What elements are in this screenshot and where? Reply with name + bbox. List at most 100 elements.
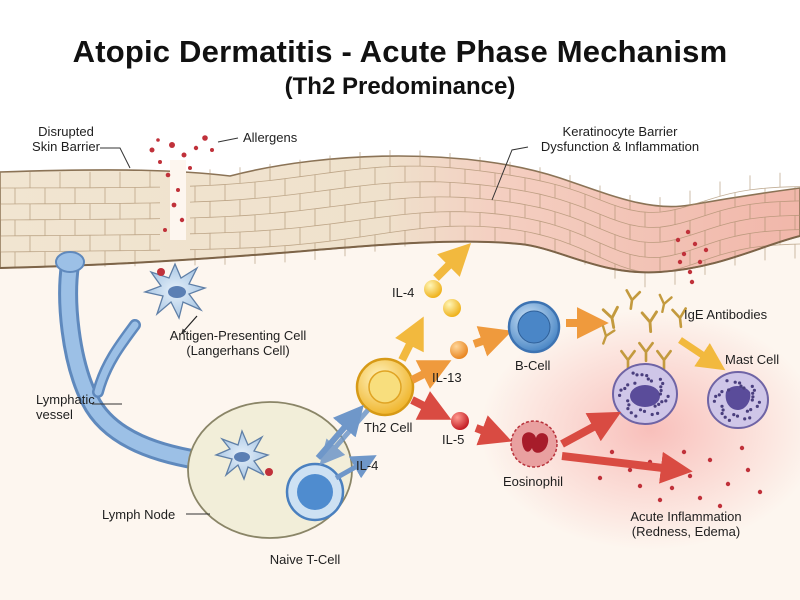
inflammation-dot: [681, 449, 687, 455]
granule: [623, 386, 627, 391]
allergen-dot: [169, 142, 175, 148]
inflammation-dot: [685, 229, 691, 235]
arrow-eosinophil-inflammation: [561, 451, 693, 484]
granule: [735, 414, 740, 418]
granule: [720, 404, 724, 408]
apc-label: Antigen-Presenting Cell (Langerhans Cell…: [148, 328, 328, 358]
skin-row-line: [0, 211, 800, 258]
inflammation-dot: [725, 481, 731, 487]
ige-antibody: [658, 293, 673, 314]
granule: [751, 395, 755, 399]
barrier-gap: [170, 160, 186, 240]
il5-ball: [451, 412, 469, 430]
granule: [656, 411, 660, 415]
allergen-dot: [163, 228, 167, 232]
il13-label: IL-13: [432, 370, 462, 385]
allergens-label: Allergens: [243, 130, 298, 145]
granule: [626, 383, 630, 387]
b-cell: [507, 300, 561, 354]
il4-top-label: IL-4: [392, 285, 415, 300]
granule: [659, 385, 663, 389]
th2-cell-label: Th2 Cell: [364, 420, 413, 435]
ige-antibody: [656, 349, 672, 371]
granule: [712, 399, 717, 403]
granule: [631, 371, 635, 375]
disrupted-barrier-line1: Disrupted: [38, 124, 94, 139]
acute-inflammation-label: Acute Inflammation (Redness, Edema): [606, 509, 766, 539]
ige-antibody: [601, 325, 616, 345]
granule: [638, 408, 643, 412]
granule: [720, 411, 724, 416]
allergen-particles: [149, 135, 214, 232]
mast-cell-label: Mast Cell: [725, 352, 780, 367]
granule: [720, 390, 724, 394]
granule: [750, 384, 754, 388]
naive-t-cell-label: Naive T-Cell: [269, 552, 341, 567]
arrow-il4-node: [334, 455, 377, 481]
keratinocyte-label: Keratinocyte Barrier Dysfunction & Infla…: [530, 124, 710, 154]
granule: [661, 381, 665, 386]
apc-line2: (Langerhans Cell): [186, 343, 290, 358]
granule: [721, 408, 725, 412]
granule: [739, 384, 743, 388]
allergen-dot: [165, 172, 171, 178]
arrow-il4-to-skin: [433, 242, 472, 281]
arrow-th2-il4: [395, 316, 424, 362]
inflammation-dot: [687, 269, 693, 275]
granule: [749, 408, 753, 412]
granule: [642, 409, 647, 413]
inflammation-dot: [609, 449, 615, 455]
inflammation-dot: [627, 467, 633, 473]
keratinocyte-line1: Keratinocyte Barrier: [562, 124, 678, 139]
disrupted-barrier-line2: Skin Barrier: [32, 139, 100, 154]
granule: [658, 377, 663, 381]
allergen-dot: [179, 217, 185, 223]
inflammation-dot: [677, 259, 683, 265]
il5-label: IL-5: [442, 432, 465, 447]
il4-node-label: IL-4: [356, 458, 379, 473]
inflammation-dot: [669, 485, 675, 491]
granule: [660, 400, 664, 404]
b-cell-label: B-Cell: [515, 358, 551, 373]
granule: [752, 388, 757, 392]
inflammation-dot: [692, 241, 698, 247]
inflammation-dot: [689, 279, 695, 285]
allergen-dot: [171, 202, 177, 208]
th2-cell: [355, 357, 415, 417]
antigen-presenting-cell: [142, 262, 208, 320]
inflammation-dot: [657, 497, 663, 503]
granule: [640, 373, 644, 377]
il13-ball: [450, 341, 468, 359]
inflammation-dot: [681, 251, 687, 257]
granule: [717, 393, 721, 397]
granule: [659, 388, 663, 393]
inflammation-particles: [597, 229, 763, 509]
inflammation-dot: [697, 495, 703, 501]
granule: [727, 418, 732, 422]
inflammation-dot: [745, 467, 751, 473]
granule: [748, 416, 752, 420]
lymphatic-line1: Lymphatic: [36, 392, 95, 407]
allergen-dot: [176, 188, 180, 192]
ige-antibody: [638, 341, 654, 363]
granule: [618, 393, 622, 397]
ige-antibody: [601, 305, 619, 329]
inflammation-dot: [717, 503, 723, 509]
arrow-il5-eosinophil: [474, 415, 512, 446]
granule: [723, 415, 727, 419]
granule: [626, 399, 630, 403]
inflammation-dot: [637, 483, 643, 489]
granule: [755, 404, 759, 408]
keratinocyte-line2: Dysfunction & Inflammation: [540, 139, 700, 154]
lymph-node-label: Lymph Node: [102, 507, 176, 522]
arrow-eosinophil-mast: [560, 411, 622, 448]
ige-label: IgE Antibodies: [684, 307, 768, 322]
disrupted-barrier-label: Disrupted Skin Barrier: [20, 124, 112, 154]
lymphatic-label: Lymphatic vessel: [36, 392, 95, 422]
skin-row-line: [0, 181, 800, 228]
allergen-dot: [181, 152, 187, 158]
granule: [650, 412, 654, 417]
granule: [619, 388, 623, 392]
eosinophil-label: Eosinophil: [503, 474, 563, 489]
